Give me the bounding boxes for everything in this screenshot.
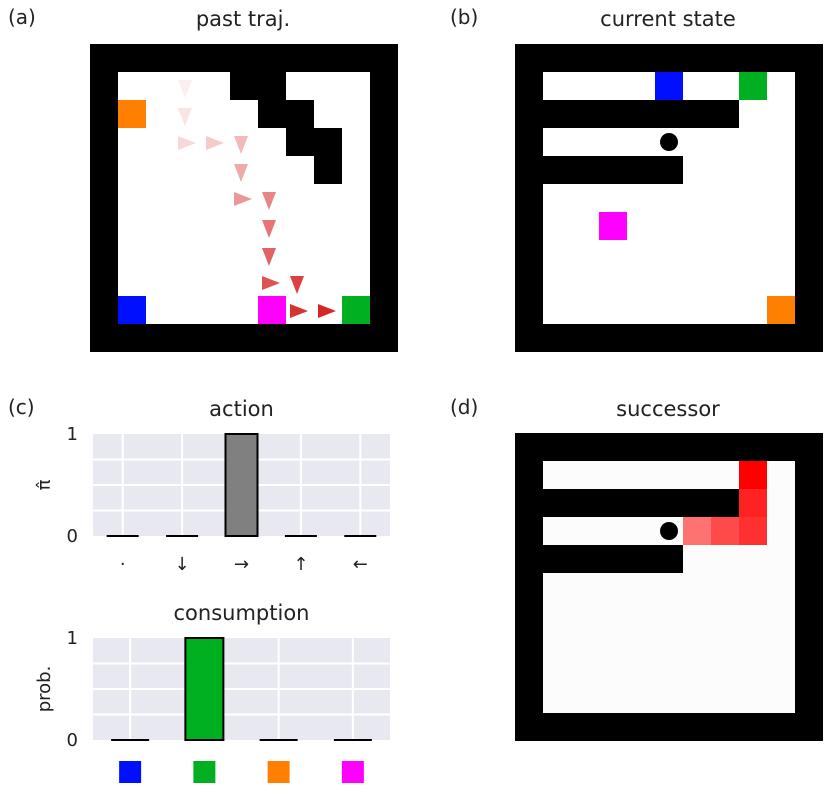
agent-icon <box>660 133 678 151</box>
trajectory-down-arrow-icon <box>262 192 276 210</box>
blue-square-icon <box>119 761 142 783</box>
trajectory-right-arrow-icon <box>290 304 308 318</box>
agent-icon <box>660 522 678 540</box>
category-label: ← <box>353 554 368 575</box>
successor-cell <box>739 489 767 517</box>
trajectory-down-arrow-icon <box>234 164 248 182</box>
trajectory-down-arrow-icon <box>178 80 192 98</box>
trajectory-down-arrow-icon <box>262 220 276 238</box>
trajectory-right-arrow-icon <box>206 136 224 150</box>
orange-square-icon <box>267 761 290 783</box>
successor-cell <box>739 517 767 545</box>
panel-b-label: (b) <box>450 5 478 29</box>
chart-title: consumption <box>174 601 310 625</box>
grid-a-wall <box>314 156 342 184</box>
consumption-chart: consumption 0 1 prob. <box>34 601 390 783</box>
grid-a-goal-green <box>342 296 370 324</box>
panel-d-title: successor <box>616 397 720 421</box>
trajectory-down-arrow-icon <box>178 108 192 126</box>
successor-cell <box>683 517 711 545</box>
grid-d <box>515 433 823 741</box>
panel-c-label: (c) <box>8 395 35 419</box>
grid-a-floor <box>118 72 370 324</box>
grid-a-wall <box>258 100 314 128</box>
category-label: · <box>120 554 126 575</box>
green-square-icon <box>193 761 216 783</box>
panel-a-title: past traj. <box>196 7 290 31</box>
grid-b-goal-magenta <box>599 212 627 240</box>
trajectory-right-arrow-icon <box>318 304 336 318</box>
grid-a-wall <box>230 72 286 100</box>
panel-d-label: (d) <box>450 395 478 419</box>
grid-b-goal-orange <box>767 296 795 324</box>
panel-a-label: (a) <box>8 5 36 29</box>
category-label: → <box>234 554 249 575</box>
action-chart: action 0 1 π̂ · ↓ → ↑ ← <box>34 397 390 575</box>
y-tick-label: 1 <box>67 628 78 649</box>
grid-a-goal-blue <box>118 296 146 324</box>
grid-a-goal-magenta <box>258 296 286 324</box>
grid-a <box>90 44 398 352</box>
successor-cell <box>711 517 739 545</box>
chart-title: action <box>209 397 274 421</box>
grid-b <box>515 44 823 352</box>
trajectory-right-arrow-icon <box>234 192 252 206</box>
y-tick-label: 0 <box>67 526 78 547</box>
grid-a-goal-orange <box>118 100 146 128</box>
category-label: ↓ <box>175 554 190 575</box>
trajectory-down-arrow-icon <box>234 136 248 154</box>
successor-cell <box>739 461 767 489</box>
grid-d-wall <box>543 489 739 517</box>
bar <box>224 433 259 537</box>
grid-b-goal-green <box>739 72 767 100</box>
grid-d-wall <box>543 545 683 573</box>
y-axis-label: π̂ <box>34 479 55 490</box>
trajectory-down-arrow-icon <box>290 276 304 294</box>
grid-b-wall <box>543 100 739 128</box>
trajectory-right-arrow-icon <box>178 136 196 150</box>
panel-b-title: current state <box>600 7 736 31</box>
grid-b-goal-blue <box>655 72 683 100</box>
y-tick-label: 1 <box>67 424 78 445</box>
trajectory-down-arrow-icon <box>262 248 276 266</box>
grid-b-wall <box>543 156 683 184</box>
grid-a-wall <box>286 128 342 156</box>
y-tick-label: 0 <box>67 730 78 751</box>
category-label: ↑ <box>293 554 308 575</box>
y-axis-label: prob. <box>34 666 55 713</box>
trajectory-right-arrow-icon <box>262 276 280 290</box>
magenta-square-icon <box>341 761 364 783</box>
bar <box>184 637 225 741</box>
